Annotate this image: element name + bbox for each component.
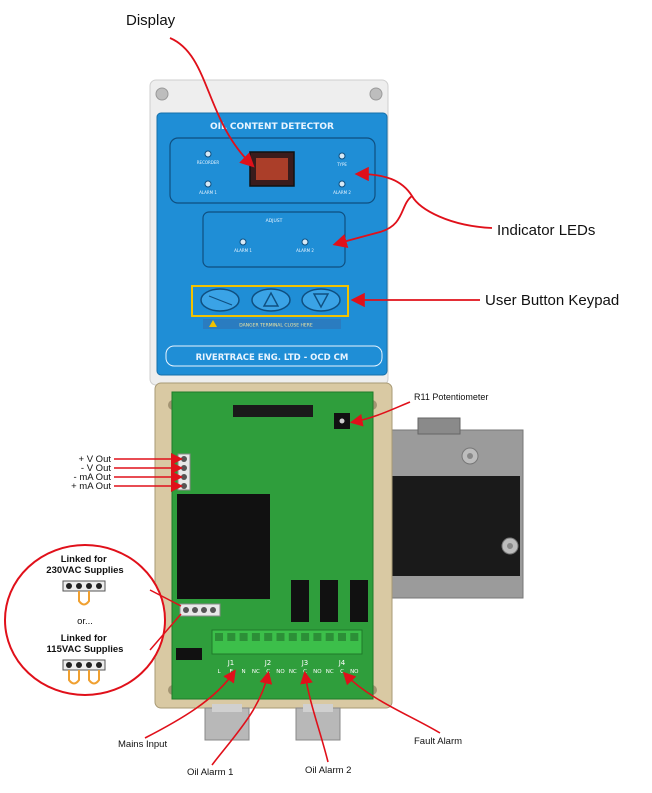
terminal-screw <box>301 633 310 641</box>
terminal-group-j3: J3 <box>301 659 309 667</box>
front-panel-lid: OIL CONTENT DETECTOR RECORDER TYPE ALARM… <box>149 79 389 386</box>
terminal-screw <box>325 633 334 641</box>
terminal-screw <box>288 633 297 641</box>
terminal-pin-label: NO <box>313 669 322 675</box>
led-alarm-2 <box>338 180 346 188</box>
warning-icon <box>209 320 217 327</box>
cable-gland-left <box>204 704 250 741</box>
svg-text:RECORDER: RECORDER <box>197 160 220 165</box>
ribbon-connector <box>233 405 313 417</box>
terminal-strip <box>211 629 363 655</box>
output-minus-v: - V Out <box>81 463 111 474</box>
output-labels: + V Out - V Out - mA Out + mA Out <box>71 453 183 492</box>
svg-text:ALARM 1: ALARM 1 <box>234 248 252 253</box>
terminal-screw <box>215 633 223 641</box>
output-plus-ma: + mA Out <box>71 481 111 492</box>
supply-link-inset: Linked for 230VAC Supplies or... Linked … <box>4 544 182 696</box>
callout-mains-input: Mains Input <box>118 739 167 750</box>
terminal-pin-label: NC <box>289 669 297 675</box>
svg-text:TYPE: TYPE <box>336 162 347 167</box>
led-type <box>338 152 346 160</box>
terminal-screw <box>276 633 285 641</box>
terminal-group-j1: J1 <box>227 659 235 667</box>
terminal-pin-label: NO <box>350 669 359 675</box>
led-recorder <box>204 150 212 158</box>
or-label: or... <box>77 616 93 627</box>
terminal-pin-label: C <box>340 669 344 675</box>
keypad-highlight <box>191 285 349 317</box>
relay-3 <box>350 580 368 622</box>
callout-r11-potentiometer: R11 Potentiometer <box>414 392 488 402</box>
callout-oil-alarm-1: Oil Alarm 1 <box>187 767 233 778</box>
terminal-screw <box>338 633 346 641</box>
terminal-screw <box>227 633 236 641</box>
adjust-led-alarm-2 <box>301 238 309 246</box>
terminal-screw <box>350 633 359 641</box>
adjust-led-alarm-1 <box>239 238 247 246</box>
svg-text:ALARM 2: ALARM 2 <box>333 190 351 195</box>
terminal-screw <box>251 633 260 641</box>
up-button[interactable] <box>251 288 291 312</box>
linked-115-label: Linked for 115VAC Supplies <box>47 633 124 655</box>
terminal-pin-label: L <box>217 669 221 675</box>
down-button[interactable] <box>301 288 341 312</box>
callout-oil-alarm-2: Oil Alarm 2 <box>305 765 351 776</box>
supply-link-terminal <box>179 603 221 617</box>
terminal-pin-label: N <box>242 669 246 675</box>
terminal-pin-label: NC <box>326 669 334 675</box>
terminal-screw <box>264 633 273 641</box>
relay-2 <box>320 580 338 622</box>
panel-title: OIL CONTENT DETECTOR <box>210 122 334 132</box>
svg-text:ALARM 2: ALARM 2 <box>296 248 314 253</box>
svg-text:DANGER TERMINAL CLOSE HERE: DANGER TERMINAL CLOSE HERE <box>239 323 313 329</box>
svg-text:ADJUST: ADJUST <box>266 218 283 224</box>
terminal-group-j2: J2 <box>264 659 272 667</box>
output-minus-ma: - mA Out <box>74 472 112 483</box>
panel-footer: RIVERTRACE ENG. LTD - OCD CM <box>196 353 349 363</box>
sensor-block <box>384 417 524 599</box>
linked-230-label: Linked for 230VAC Supplies <box>46 554 123 576</box>
terminal-screw <box>239 633 248 641</box>
svg-text:ALARM 1: ALARM 1 <box>199 190 217 195</box>
relay-1 <box>291 580 309 622</box>
terminal-pin-label: NO <box>276 669 285 675</box>
transformer <box>177 494 270 599</box>
callouts: Display Indicator LEDs User Button Keypa… <box>118 12 619 778</box>
terminal-group-j4: J4 <box>338 659 346 667</box>
callout-display: Display <box>126 12 176 29</box>
terminal-pin-label: NC <box>252 669 260 675</box>
output-plus-v: + V Out <box>79 454 112 465</box>
warning-strip <box>203 319 341 329</box>
callout-fault-alarm: Fault Alarm <box>414 736 462 747</box>
mode-button[interactable] <box>200 288 240 312</box>
cable-gland-right <box>295 704 341 741</box>
led-alarm-1 <box>204 180 212 188</box>
terminal-screw <box>313 633 322 641</box>
callout-indicator-leds: Indicator LEDs <box>497 222 595 239</box>
callout-user-button-keypad: User Button Keypad <box>485 292 619 309</box>
